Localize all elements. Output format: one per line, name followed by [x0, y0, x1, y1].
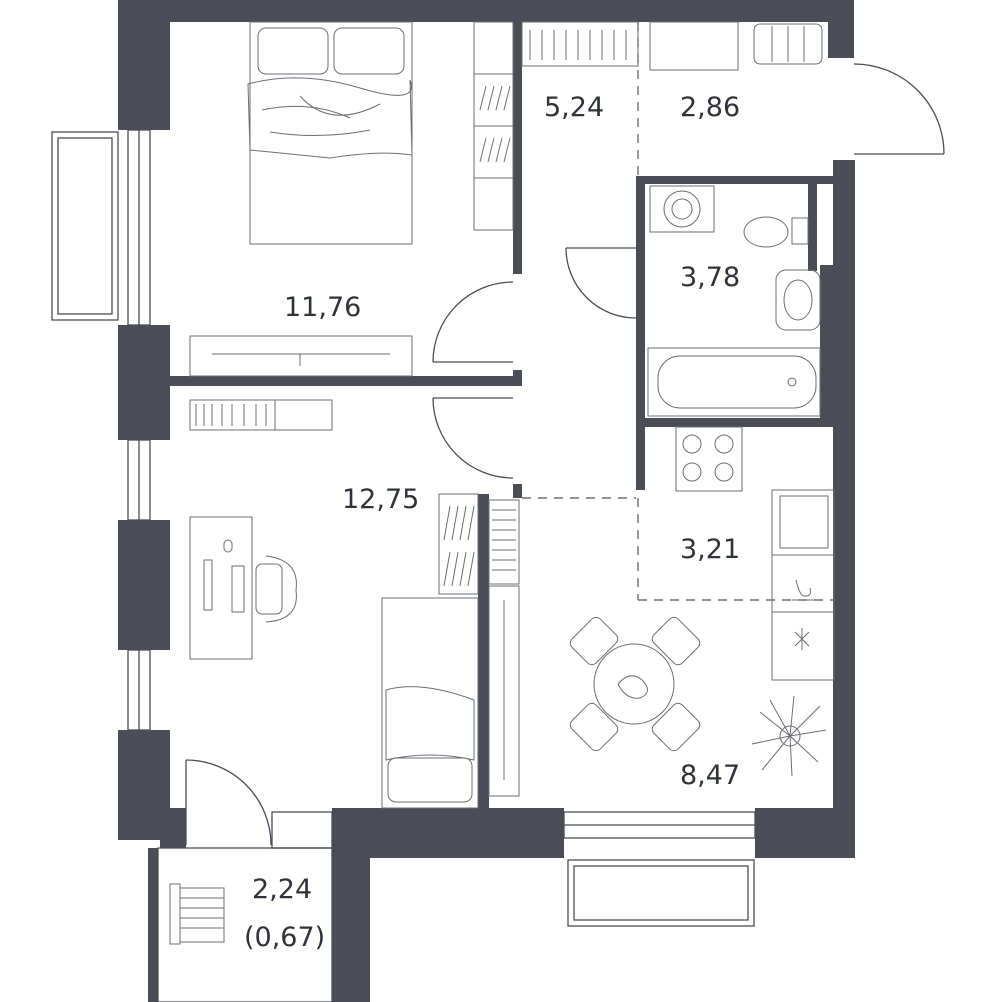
doors	[185, 63, 945, 846]
bathroom-area-label: 3,78	[680, 262, 740, 293]
area-labels: 11,76 12,75 5,24 2,86 3,78 3,21 8,47 2,2…	[244, 92, 740, 953]
dining-zone-area-label: 8,47	[680, 760, 740, 791]
dining-table	[569, 616, 701, 752]
hall-bench	[753, 23, 823, 65]
stove	[675, 426, 743, 492]
kitchen-zone-area-label: 3,21	[680, 534, 740, 565]
computer-desk	[189, 516, 297, 660]
bathtub	[647, 347, 821, 417]
exterior-walls	[118, 0, 855, 1002]
washbasin	[775, 269, 821, 331]
balconies	[51, 131, 755, 1002]
corridor-area-label: 5,24	[544, 92, 604, 123]
washing-machine	[649, 185, 715, 233]
living-wardrobe	[438, 493, 479, 595]
hall-shoe-cabinet	[649, 21, 739, 71]
balcony-area-label: 2,24	[252, 874, 312, 905]
interior-walls	[170, 22, 833, 808]
kitchen-counter	[771, 489, 835, 681]
toilet	[743, 216, 809, 248]
bookshelf	[189, 399, 333, 431]
tv-stand	[189, 335, 413, 377]
dining-shelf	[488, 499, 520, 797]
hall-area-label: 2,86	[680, 92, 740, 123]
potted-plant	[751, 695, 827, 777]
corridor-wardrobe	[521, 21, 639, 67]
bedroom-area-label: 11,76	[284, 292, 361, 323]
bedroom-wardrobe	[473, 21, 514, 231]
living-room-area-label: 12,75	[342, 484, 419, 515]
single-bed	[381, 597, 479, 809]
double-bed	[247, 21, 413, 245]
deck-chair	[169, 883, 225, 945]
balcony-reduced-area-label: (0,67)	[244, 922, 325, 953]
